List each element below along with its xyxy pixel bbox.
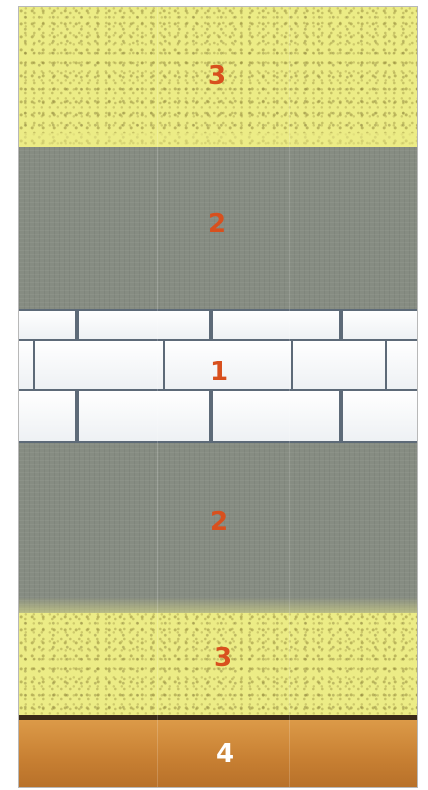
layer-label-lower-clay: 2: [189, 507, 249, 537]
brick: [77, 309, 211, 341]
brick: [77, 389, 211, 443]
brick: [291, 339, 387, 391]
layer-label-top-sand: 3: [187, 61, 247, 91]
brick: [341, 389, 417, 443]
layer-label-bottom-sand: 3: [193, 643, 253, 673]
brick: [19, 309, 77, 341]
brick: [341, 309, 417, 341]
layer-label-upper-clay: 2: [187, 209, 247, 239]
seam-line: [157, 7, 158, 787]
brick: [211, 309, 341, 341]
brick: [19, 389, 77, 443]
brick: [385, 339, 417, 391]
layer-label-bedrock: 4: [195, 739, 255, 769]
brick: [211, 389, 341, 443]
stratigraphy-diagram: 3 2 1 2 3 4: [18, 6, 418, 788]
seam-line: [289, 7, 290, 787]
layer-label-masonry: 1: [189, 357, 249, 387]
brick: [33, 339, 165, 391]
